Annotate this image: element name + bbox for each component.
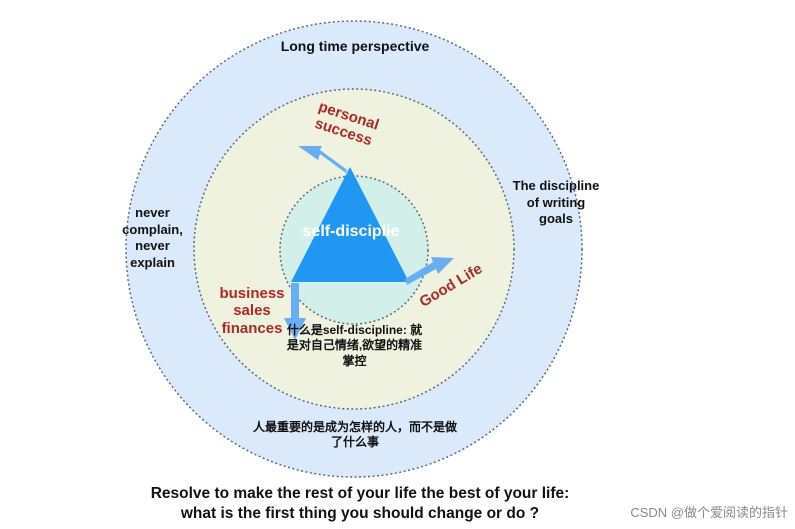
writing-goals-label: The discipline of writing goals bbox=[512, 178, 600, 227]
resolve-caption-line2: what is the first thing you should chang… bbox=[180, 505, 540, 523]
csdn-watermark: CSDN @做个爱阅读的指针 bbox=[630, 505, 788, 520]
business-sales-finances-label: business sales finances bbox=[219, 285, 285, 337]
become-who-note: 人最重要的是成为怎样的人，而不是做了什么事 bbox=[252, 420, 457, 450]
arrow-good-life bbox=[405, 257, 454, 285]
long-time-perspective-label: Long time perspective bbox=[280, 38, 430, 54]
resolve-caption: Resolve to make the rest of your life th… bbox=[60, 484, 660, 525]
never-complain-label: never complain, never explain bbox=[122, 205, 183, 270]
self-discipline-triangle bbox=[291, 167, 409, 282]
arrow-business bbox=[284, 283, 306, 340]
resolve-caption-line1: Resolve to make the rest of your life th… bbox=[150, 485, 570, 502]
self-discipline-label: self-disciplie bbox=[302, 223, 400, 240]
self-discipline-definition-note: 什么是self-discipline: 就是对自己情绪,欲望的精准掌控 bbox=[286, 323, 423, 368]
arrow-personal-success bbox=[298, 146, 350, 176]
